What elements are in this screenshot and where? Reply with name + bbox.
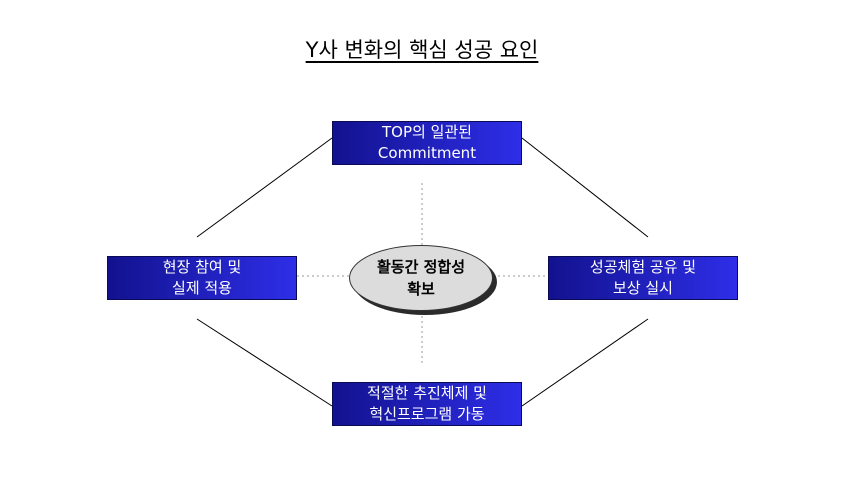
factor-box-top-line1: TOP의 일관된	[382, 123, 472, 141]
factor-box-right-line2: 보상 실시	[613, 279, 673, 297]
diagram-title: Y사 변화의 핵심 성공 요인	[0, 34, 844, 64]
factor-box-left-line2: 실제 적용	[172, 279, 232, 297]
line-bottom-right	[521, 318, 649, 407]
line-top-right	[521, 137, 649, 238]
factor-box-left-participation: 현장 참여 및 실제 적용	[107, 256, 297, 300]
factor-box-top-commitment: TOP의 일관된 Commitment	[332, 121, 522, 165]
factor-box-bottom-line1: 적절한 추진체제 및	[367, 384, 487, 402]
factor-box-bottom-program: 적절한 추진체제 및 혁신프로그램 가동	[332, 382, 522, 426]
diagram-title-text: Y사 변화의 핵심 성공 요인	[305, 38, 539, 62]
line-top-left	[196, 137, 333, 238]
center-ellipse-line2: 확보	[407, 280, 435, 298]
factor-box-bottom-line2: 혁신프로그램 가동	[369, 405, 485, 423]
factor-box-right-reward: 성공체험 공유 및 보상 실시	[548, 256, 738, 300]
center-ellipse: 활동간 정합성 확보	[349, 245, 493, 311]
factor-box-top-line2: Commitment	[377, 144, 477, 162]
factor-box-left-line1: 현장 참여 및	[162, 258, 242, 276]
line-bottom-left	[196, 318, 333, 407]
center-ellipse-line1: 활동간 정합성	[376, 258, 466, 276]
factor-box-right-line1: 성공체험 공유 및	[589, 258, 697, 276]
